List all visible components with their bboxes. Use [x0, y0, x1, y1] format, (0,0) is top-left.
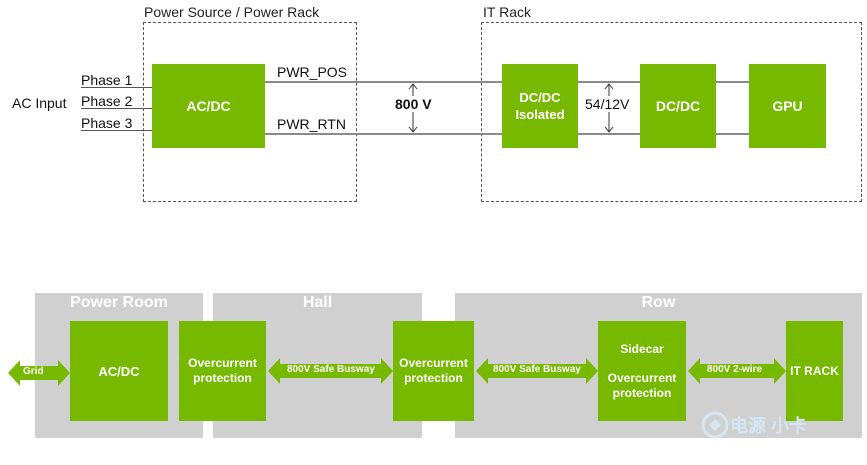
gpu-pos-line — [716, 81, 749, 83]
two-wire-label: 800V 2-wire — [707, 364, 763, 375]
pwr-pos-label: PWR_POS — [277, 64, 348, 80]
pwr-rtn-line — [265, 133, 502, 135]
bottom-it-rack-label: IT RACK — [790, 364, 839, 378]
sidecar-label: Sidecar — [620, 341, 664, 356]
gpu-block: GPU — [749, 64, 826, 148]
hall-overcurrent-block: Overcurrent protection — [179, 321, 266, 421]
busway-arrow-2 — [476, 358, 598, 384]
it-rack-group-label: IT Rack — [483, 4, 531, 20]
dcdc-block-label: DC/DC — [655, 98, 701, 114]
pwr-rtn-label: PWR_RTN — [277, 116, 346, 132]
grid-label: Grid — [23, 366, 44, 377]
busway-label-2: 800V Safe Busway — [493, 364, 581, 375]
hall-overcurrent-label: Overcurrent protection — [188, 356, 257, 385]
zone-hall-title: Hall — [302, 294, 333, 311]
acdc-block-label: AC/DC — [186, 98, 231, 114]
sidecar-overcurrent-label: Overcurrent protection — [607, 370, 677, 400]
ac-input-label: AC Input — [12, 95, 67, 111]
dcdc-isolated-label: DC/DC Isolated — [515, 90, 565, 122]
row-overcurrent-label: Overcurrent protection — [399, 356, 468, 385]
zone-power-room-title: Power Room — [70, 294, 168, 311]
dcdc-block: DC/DC — [640, 64, 716, 148]
busway-label-1: 800V Safe Busway — [287, 364, 375, 375]
bottom-acdc-block: AC/DC — [70, 321, 168, 421]
bottom-acdc-label: AC/DC — [98, 363, 140, 379]
phase-1-label: Phase 1 — [81, 72, 133, 88]
bus-voltage-label: 800 V — [393, 96, 434, 112]
phase-2-line — [81, 108, 153, 109]
phase-3-line — [81, 130, 153, 131]
dcdc-isolated-block: DC/DC Isolated — [502, 64, 578, 148]
power-source-group-label: Power Source / Power Rack — [144, 4, 320, 20]
sidecar-block: Sidecar Overcurrent protection — [598, 321, 686, 421]
phase-3-label: Phase 3 — [81, 115, 133, 131]
power-source-rack-box — [143, 22, 357, 202]
intermediate-rtn-line — [578, 133, 640, 135]
intermediate-voltage-label: 54/12V — [584, 96, 631, 112]
watermark-text: 电源 小卡 — [730, 416, 808, 436]
gpu-block-label: GPU — [772, 98, 803, 114]
intermediate-pos-line — [578, 81, 640, 83]
watermark-logo-icon — [701, 411, 729, 439]
acdc-block: AC/DC — [152, 64, 265, 148]
bottom-it-rack-block: IT RACK — [786, 321, 843, 421]
gpu-rtn-line — [716, 133, 749, 135]
phase-2-label: Phase 2 — [81, 93, 133, 109]
pwr-pos-line — [265, 81, 502, 83]
two-wire-arrow — [688, 358, 786, 384]
row-overcurrent-block: Overcurrent protection — [393, 321, 474, 421]
phase-1-line — [81, 87, 153, 88]
it-rack-box — [481, 22, 862, 202]
busway-arrow-1 — [268, 358, 393, 384]
zone-row-title: Row — [641, 294, 676, 311]
grid-arrow — [8, 360, 70, 386]
watermark: 电源 小卡 — [700, 410, 807, 440]
